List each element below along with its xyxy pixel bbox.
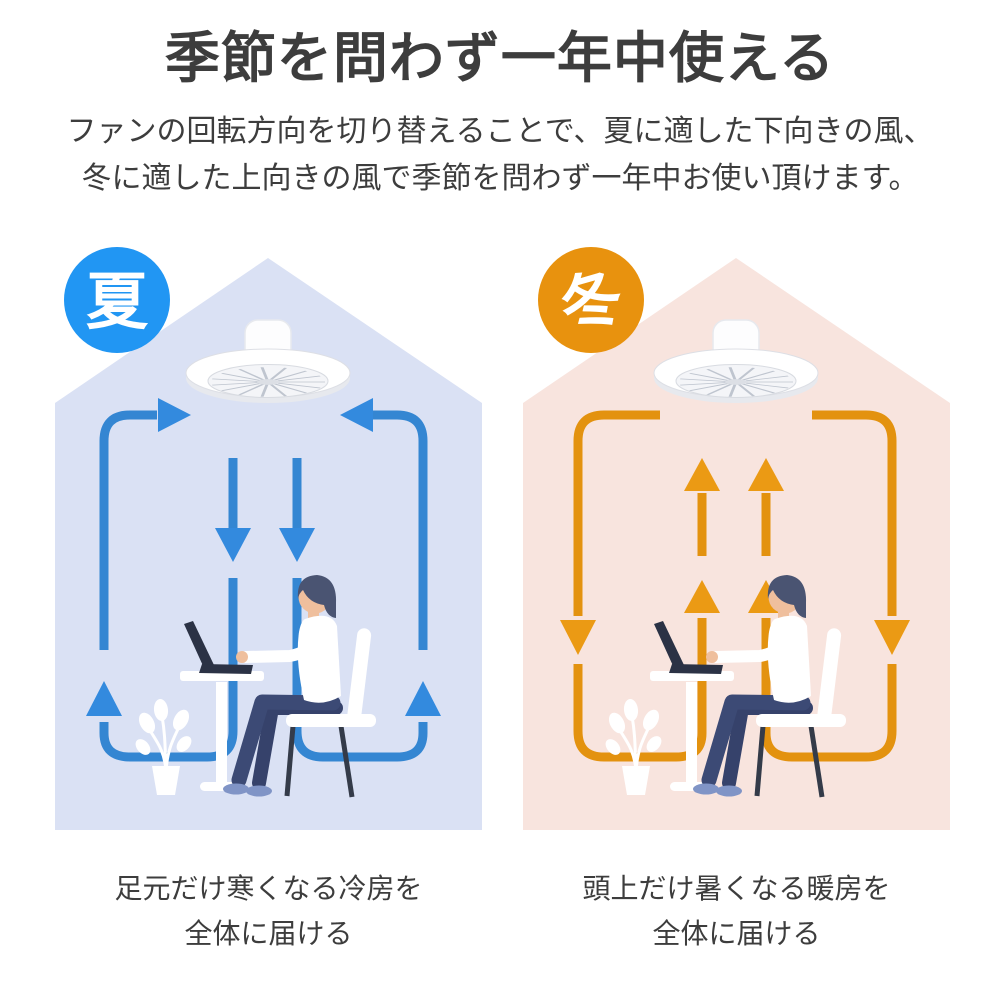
summer-down-arrowhead [215, 528, 251, 562]
winter-down-arrowhead [874, 620, 910, 655]
winter-caption: 頭上だけ暑くなる暖房を 全体に届ける [523, 866, 950, 956]
winter-up-arrowhead [748, 458, 784, 491]
description-line-1: ファンの回転方向を切り替えることで、夏に適した下向きの風、 [66, 115, 934, 148]
description-line-2: 冬に適した上向きの風で季節を問わず一年中お使い頂けます。 [81, 162, 919, 195]
summer-down-arrowhead [279, 528, 315, 562]
winter-house: 冬 [523, 247, 950, 830]
summer-left-arrowhead [340, 398, 373, 432]
page-title: 季節を問わず一年中使える [164, 27, 836, 89]
winter-house-shape [523, 258, 950, 830]
winter-caption-line-1: 頭上だけ暑くなる暖房を [582, 873, 891, 904]
winter-airflow-arrows [560, 410, 910, 762]
summer-caption: 足元だけ寒くなる冷房を 全体に届ける [55, 866, 482, 956]
winter-up-arrowhead [684, 580, 720, 613]
summer-badge-label: 夏 [86, 268, 149, 337]
description: ファンの回転方向を切り替えることで、夏に適した下向きの風、 冬に適した上向きの風… [0, 108, 1000, 202]
winter-up-arrowhead [684, 458, 720, 491]
summer-caption-line-1: 足元だけ寒くなる冷房を [114, 873, 423, 904]
summer-badge: 夏 [64, 247, 170, 353]
winter-down-arrowhead [560, 620, 596, 655]
summer-caption-line-2: 全体に届ける [184, 918, 353, 949]
summer-house: 夏 [55, 247, 482, 830]
summer-right-arrowhead [158, 398, 191, 432]
summer-up-arrowhead [86, 681, 122, 716]
winter-badge: 冬 [538, 247, 644, 353]
winter-caption-line-2: 全体に届ける [652, 918, 821, 949]
summer-up-arrowhead [405, 681, 441, 716]
